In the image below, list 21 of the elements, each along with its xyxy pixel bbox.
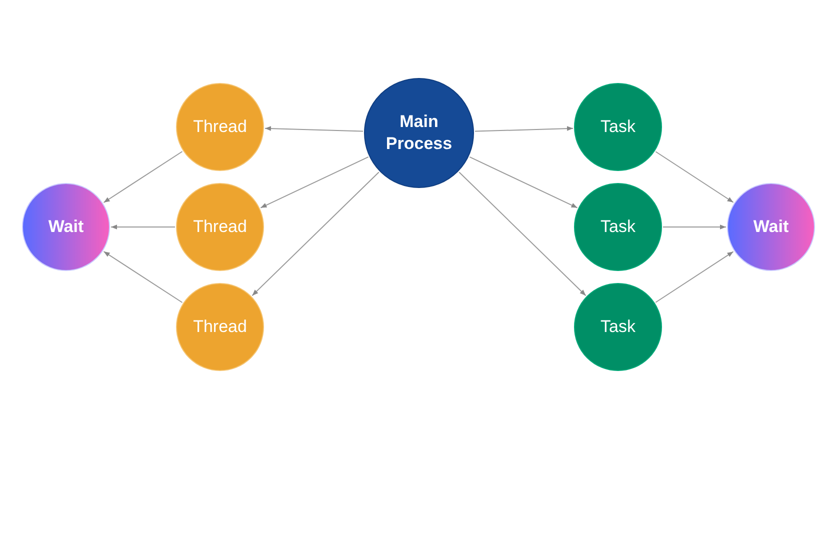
arrow bbox=[655, 251, 734, 303]
arrow bbox=[458, 172, 586, 296]
node-label: Task bbox=[600, 116, 636, 138]
node-label: Thread bbox=[193, 116, 247, 138]
arrow bbox=[110, 224, 176, 230]
node-label: Thread bbox=[193, 316, 247, 338]
node-label: Task bbox=[600, 216, 636, 238]
node-label: Wait bbox=[753, 216, 789, 238]
node-label: Wait bbox=[48, 216, 84, 238]
node-label: Thread bbox=[193, 216, 247, 238]
arrow bbox=[662, 224, 726, 230]
arrow bbox=[655, 151, 734, 203]
arrow bbox=[264, 126, 364, 132]
node-label: Main Process bbox=[384, 110, 454, 155]
arrow bbox=[469, 156, 578, 208]
arrow bbox=[252, 172, 380, 296]
arrow bbox=[474, 126, 574, 132]
arrow bbox=[103, 151, 183, 203]
arrow bbox=[260, 156, 369, 208]
node-label: Task bbox=[600, 316, 636, 338]
arrow bbox=[103, 251, 183, 303]
